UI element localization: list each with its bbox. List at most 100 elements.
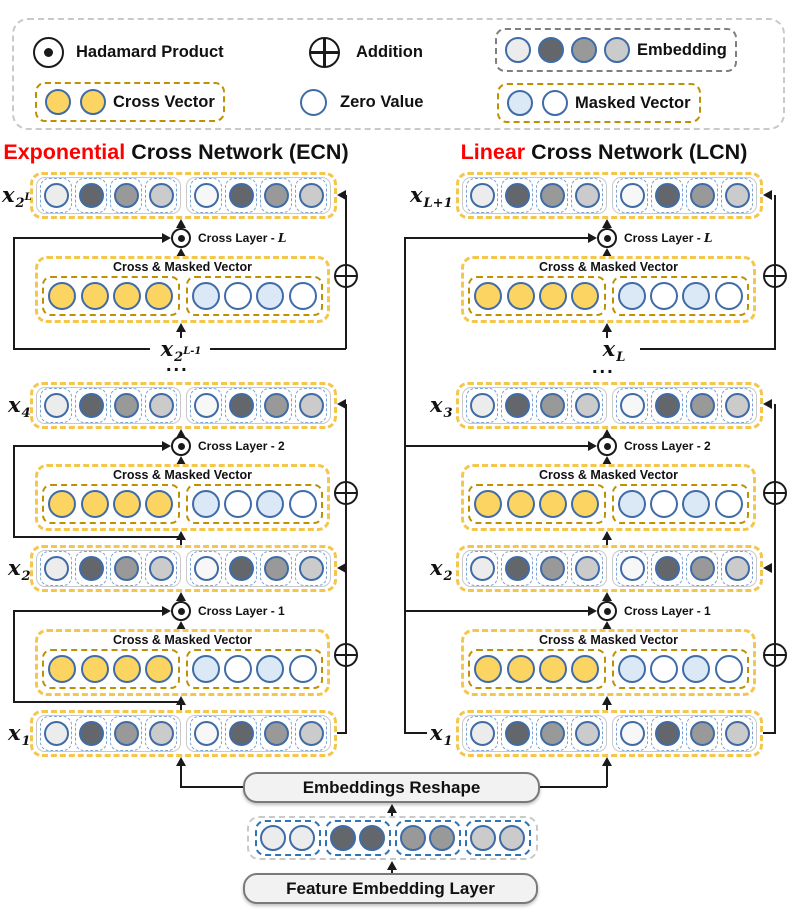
embedding-value-circle (263, 183, 289, 208)
arrowhead (387, 804, 397, 813)
masked-value-circle (617, 490, 646, 518)
embedding-cell (40, 551, 72, 586)
label-sub: 1 (443, 734, 453, 749)
cross-layer-index: 2 (278, 439, 285, 453)
embedding-group (462, 177, 607, 214)
embedding-cell (75, 716, 107, 751)
embedding-cell (190, 178, 222, 213)
embeddings-reshape-label: Embeddings Reshape (302, 777, 481, 797)
cross-vector-group (468, 649, 606, 689)
embedding-cell (616, 716, 648, 751)
cmv-groups (464, 483, 753, 525)
cross-value-circle (571, 282, 600, 310)
embedding-value-circle (329, 825, 356, 851)
connector (180, 786, 244, 788)
feature-group (324, 820, 391, 856)
masked-value-circle (617, 282, 646, 310)
embedding-value-circle (724, 556, 750, 581)
hadamard-product-icon (597, 436, 617, 456)
embedding-cell (75, 551, 107, 586)
label-sub: 2 (174, 350, 184, 365)
lcn-cross-layer-L-label: Cross Layer - L (624, 231, 712, 245)
embedding-value-circle (228, 721, 254, 746)
label-base: x (8, 555, 21, 580)
arrowhead (602, 757, 612, 766)
embedding-value-circle (654, 393, 680, 418)
label-base: x (8, 392, 21, 417)
lcn-label-x2: x2 (430, 556, 453, 589)
embedding-cell (145, 716, 177, 751)
embedding-cell (721, 388, 753, 423)
lcn-header-rest: Cross Network (LCN) (525, 140, 748, 164)
cmv-title: Cross & Masked Vector (539, 260, 678, 274)
ecn-cmv-layer-2: Cross & Masked Vector (35, 464, 330, 531)
embedding-value-circle (228, 393, 254, 418)
cross-value-circle (506, 490, 535, 518)
feature-group (464, 820, 531, 856)
embedding-group (36, 387, 181, 424)
cmv-groups (464, 648, 753, 690)
connector (606, 764, 608, 787)
arrowhead (176, 757, 186, 766)
masked-value-circle (256, 490, 285, 518)
masked-value-circle (288, 490, 317, 518)
dot (603, 607, 611, 615)
lcn-row-x3 (456, 382, 763, 429)
cross-layer-prefix: Cross Layer - (198, 231, 279, 245)
embedding-value-circle (689, 556, 715, 581)
ecn-cmv-layer-1: Cross & Masked Vector (35, 629, 330, 696)
embedding-value-circle (228, 556, 254, 581)
embedding-cell (686, 716, 718, 751)
ecn-cross-layer-L-label: Cross Layer - L (198, 231, 286, 245)
label-base: x (602, 336, 616, 361)
embedding-cell (651, 716, 683, 751)
masked-value-circle (224, 490, 253, 518)
legend-zero-value-label: Zero Value (340, 93, 424, 111)
label-base: x (430, 392, 443, 417)
cross-layer-prefix: Cross Layer - (624, 439, 705, 453)
arrowhead (602, 219, 612, 228)
cross-value-circle (474, 490, 503, 518)
embedding-cell (190, 551, 222, 586)
hadamard-product-icon (597, 228, 617, 248)
cmv-groups (38, 648, 327, 690)
embedding-value-circle (504, 721, 530, 746)
dot (603, 442, 611, 450)
ecn-row-x1 (30, 710, 337, 757)
connector (13, 237, 165, 239)
connector (13, 536, 181, 538)
embedding-value-circle (619, 721, 645, 746)
embedding-value-circle (499, 825, 526, 851)
embedding-cell (571, 388, 603, 423)
hadamard-product-icon (33, 37, 64, 68)
label-sub: 2 (15, 196, 25, 211)
embedding-cell (145, 388, 177, 423)
masked-value-circle (650, 655, 679, 683)
embedding-value-circle (724, 183, 750, 208)
embedding-value-circle (469, 556, 495, 581)
embedding-value-circle (654, 183, 680, 208)
embedding-value-circle (148, 556, 174, 581)
feature-embedding-row (247, 816, 538, 860)
dot (177, 607, 185, 615)
cmv-title: Cross & Masked Vector (539, 468, 678, 482)
embedding-value-circle (539, 556, 565, 581)
legend-box (12, 18, 785, 130)
ecn-row-x4 (30, 382, 337, 429)
embedding-cell (571, 178, 603, 213)
label-base: x (160, 336, 174, 361)
cross-value-circle (538, 655, 567, 683)
embedding-value-circle (469, 825, 496, 851)
embedding-value-circle (399, 825, 426, 851)
masked-vector-group (611, 484, 749, 524)
label-sub: 3 (443, 406, 453, 421)
cross-value-circle (112, 655, 141, 683)
embedding-value-circle (574, 556, 600, 581)
embedding-value-circle (43, 556, 69, 581)
label-base: x (430, 720, 443, 745)
masked-value-circle (224, 655, 253, 683)
embedding-group (612, 387, 757, 424)
cross-layer-index: L (278, 231, 287, 245)
ecn-cross-layer-1-label: Cross Layer - 1 (198, 604, 285, 618)
addition-icon (763, 643, 787, 667)
